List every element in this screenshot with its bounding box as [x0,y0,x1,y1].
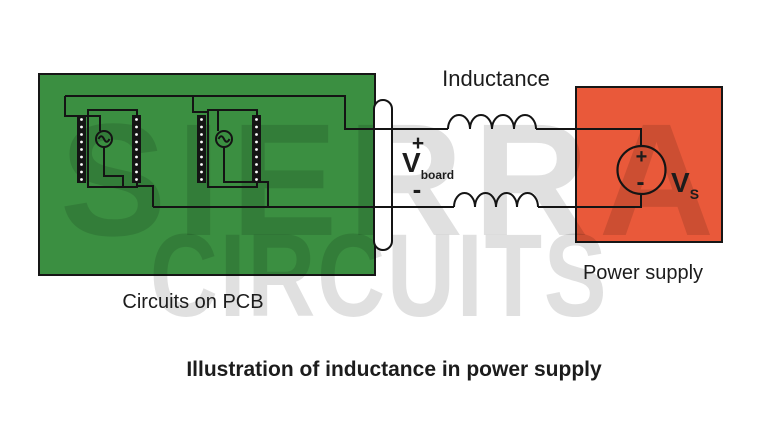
circuits-on-pcb-label: Circuits on PCB [122,291,264,313]
power-supply-label: Power supply [582,262,704,284]
vs-symbol: V [671,167,690,198]
inductor-bottom-icon [453,192,539,208]
top-trace-to-source [536,128,642,146]
diagram-caption: Illustration of inductance in power supp… [186,358,602,381]
board-connector-icon [373,99,393,251]
power-supply-box [575,86,723,243]
ic2-entry-trace [192,96,208,113]
inductor-top-icon [447,114,537,130]
ic1-exit-trace [138,185,154,207]
ic2-exit-trace [223,147,269,207]
vboard-symbol: V [402,147,421,178]
voltage-source-icon [616,144,667,196]
ic2-clock-icon [215,130,233,148]
bottom-trace-from-source [538,194,642,208]
vs-subscript: S [689,186,700,202]
source-plus-sign: + [635,146,648,168]
inductance-label: Inductance [442,66,550,91]
vs-label: VS [671,167,699,202]
vboard-minus-sign: - [412,174,422,204]
ic1-clock-wave-icon [97,135,111,143]
ic1-clock-icon [95,130,113,148]
vboard-label: Vboard [402,147,454,183]
ic-chip-2-body [207,109,258,188]
top-trace [65,95,448,130]
ic1-internal-trace [103,147,124,186]
pin-dots [80,118,258,181]
vboard-plus-sign: + [411,132,425,155]
source-minus-sign: - [636,169,645,196]
ic2-clock-wave-icon [217,135,231,143]
vboard-subscript: board [420,168,455,182]
